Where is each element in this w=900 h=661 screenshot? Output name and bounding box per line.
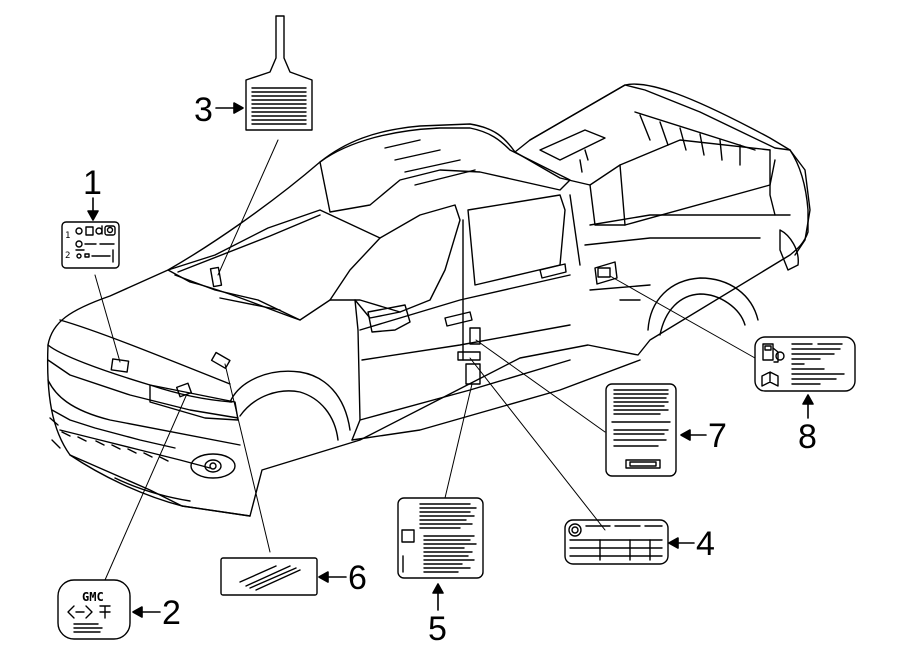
callout-2: 2	[162, 594, 181, 632]
loc-label-3	[209, 266, 223, 288]
callout-7: 7	[708, 417, 727, 455]
loc-label-8	[597, 267, 611, 278]
callout-5: 5	[428, 610, 447, 648]
leader-lines	[94, 139, 756, 581]
loc-label-7	[469, 327, 481, 345]
label-7	[605, 383, 677, 477]
loc-label-2	[175, 382, 193, 398]
label-8	[754, 336, 856, 392]
loc-label-4	[457, 351, 481, 361]
callout-6: 6	[348, 559, 367, 597]
truck-illustration	[46, 83, 811, 517]
label-3	[245, 15, 313, 131]
label-4	[564, 519, 669, 565]
label-1-row1: 1	[65, 231, 70, 241]
callout-4: 4	[696, 525, 715, 563]
label-5	[397, 497, 484, 579]
label-6	[220, 557, 318, 596]
callout-3: 3	[194, 91, 213, 129]
loc-label-5	[465, 363, 481, 385]
loc-label-1	[110, 358, 130, 373]
callout-numbers: 1 2 3 4 5 6 7 8	[83, 91, 817, 648]
label-1: 1 2	[61, 221, 120, 269]
callout-8: 8	[798, 418, 817, 456]
callout-1: 1	[83, 164, 102, 202]
label-2: GMC	[57, 579, 131, 640]
label-1-row2: 2	[65, 251, 70, 261]
label-locations	[110, 266, 611, 398]
loc-label-6	[210, 351, 231, 370]
callout-arrows	[87, 102, 814, 618]
label-2-logo: GMC	[82, 590, 104, 604]
